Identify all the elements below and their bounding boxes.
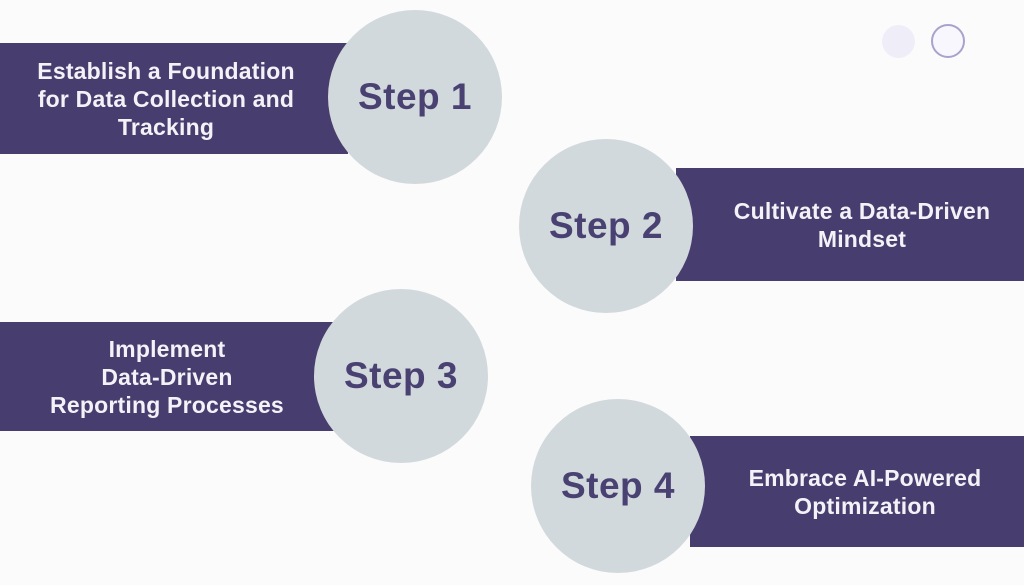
step-3-title-line: Data-Driven [101,363,233,390]
step-2-title-line: Cultivate a Data-Driven [733,197,991,224]
step-3-title-line: Implement [108,335,226,362]
step-3-title-line: Reporting Processes [50,391,284,418]
step-2-label: Step 2 [548,205,664,246]
step-1-title-line: Tracking [117,113,215,140]
step-2-circle: Step 2 [519,139,693,313]
decor-circle-filled [882,25,915,58]
step-1-banner: Establish a Foundation for Data Collecti… [0,43,348,154]
step-3-circle: Step 3 [314,289,488,463]
step-3-title: Implement Data-Driven Reporting Processe… [0,335,334,419]
step-2-banner: Cultivate a Data-Driven Mindset [676,168,1024,281]
step-4-title-line: Optimization [794,492,936,519]
step-4-circle: Step 4 [531,399,705,573]
step-1-circle: Step 1 [328,10,502,184]
step-1-title-line: for Data Collection and [37,85,295,112]
decor-circle-outlined [931,24,965,58]
step-1-title: Establish a Foundation for Data Collecti… [0,57,332,141]
step-2-title: Cultivate a Data-Driven Mindset [700,197,1024,253]
step-4-title: Embrace AI-Powered Optimization [706,464,1024,520]
step-1-title-line: Establish a Foundation [37,57,295,84]
step-3-label: Step 3 [343,355,459,396]
step-2-title-line: Mindset [817,225,907,252]
step-4-label: Step 4 [560,465,676,506]
step-4-banner: Embrace AI-Powered Optimization [690,436,1024,547]
step-1-label: Step 1 [357,76,473,117]
step-4-title-line: Embrace AI-Powered [748,464,982,491]
